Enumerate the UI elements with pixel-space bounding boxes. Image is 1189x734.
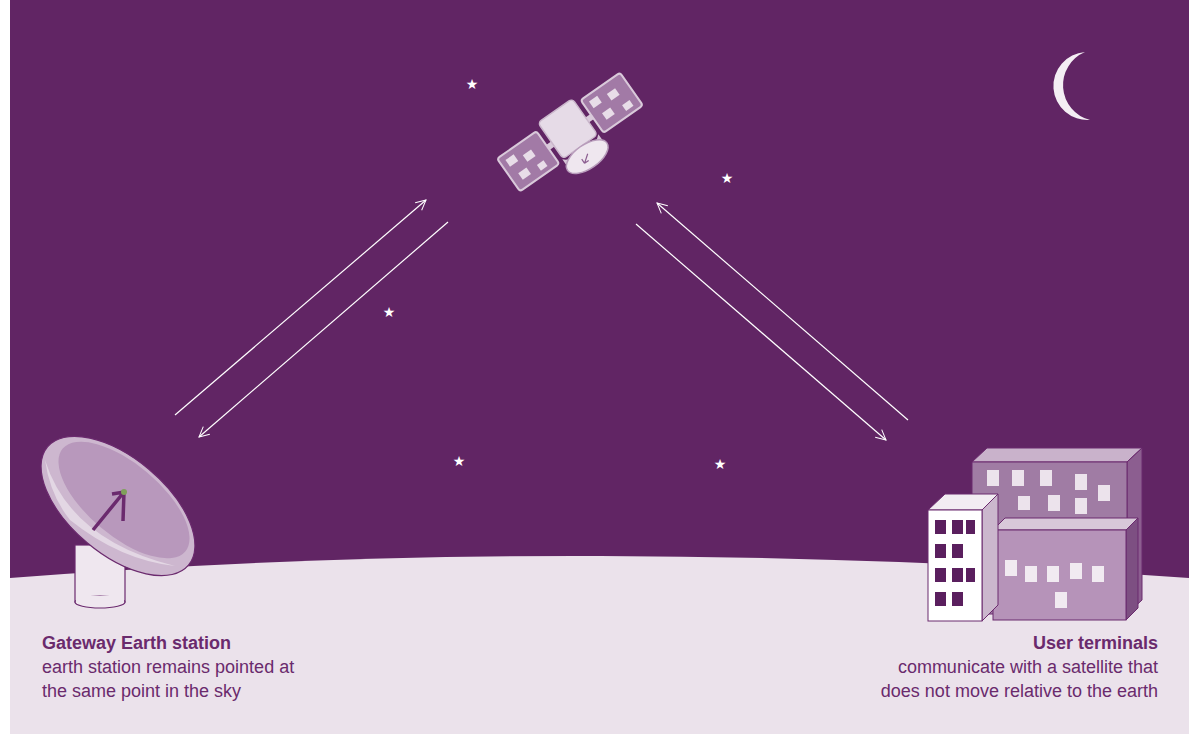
user-buildings — [928, 448, 1142, 621]
svg-text:★: ★ — [714, 456, 727, 472]
stars: ★ ★ ★ ★ ★ — [383, 76, 734, 472]
moon — [1053, 52, 1090, 120]
signal-arrows — [175, 200, 908, 440]
node-description: earth station remains pointed at the sam… — [42, 655, 312, 703]
node-description: communicate with a satellite that does n… — [866, 655, 1158, 703]
svg-text:★: ★ — [721, 170, 734, 186]
svg-text:★: ★ — [453, 453, 466, 469]
station-caption: User terminalscommunicate with a satelli… — [866, 631, 1158, 703]
node-heading: User terminals — [866, 631, 1158, 655]
sky-background — [10, 0, 1189, 734]
gateway-dish — [17, 410, 220, 608]
svg-text:★: ★ — [383, 304, 396, 320]
satellite — [494, 68, 656, 210]
node-heading: Gateway Earth station — [42, 631, 312, 655]
svg-text:★: ★ — [466, 76, 479, 92]
station-caption: Gateway Earth stationearth station remai… — [42, 631, 312, 703]
